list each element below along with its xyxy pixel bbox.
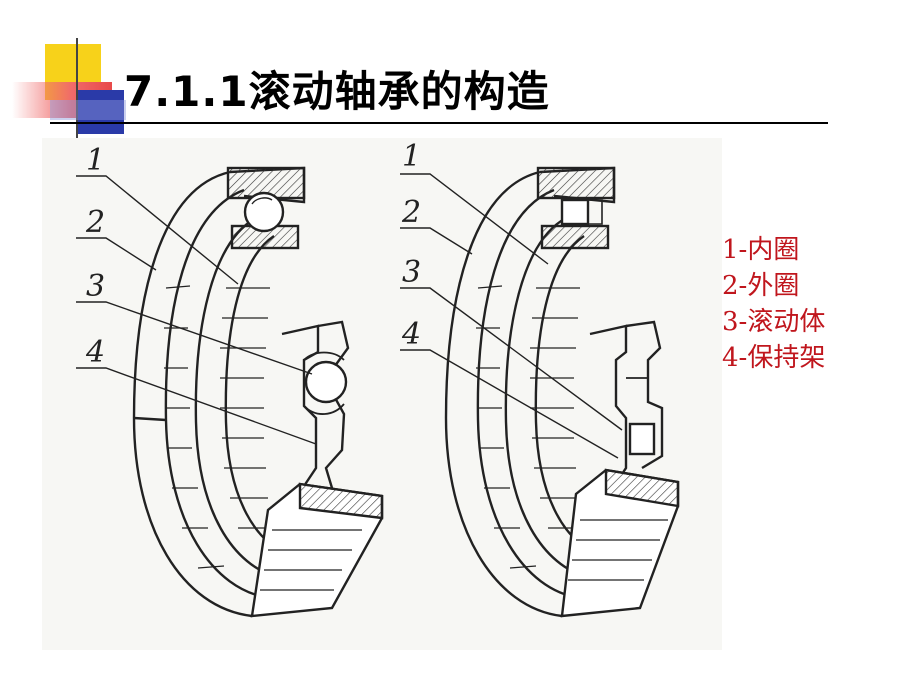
legend-item-outer-ring: 2-外圈 [722,271,800,301]
deco-vertical-line [76,38,78,138]
deco-light-blue-bar [50,100,126,120]
legend-item-rolling-element: 3-滚动体 [722,307,826,337]
page-title: 7.1.1滚动轴承的构造 [124,67,550,116]
right-leader-lines [400,173,623,459]
left-leader-lines [76,175,317,445]
deco-blue-square [78,90,124,134]
right-label-2: 2 [401,195,421,230]
left-label-3: 3 [86,269,105,304]
left-label-group: 1 2 3 4 [85,143,105,370]
right-label-group: 1 2 3 4 [401,139,421,352]
title-underline [50,122,828,124]
left-label-1: 1 [86,143,105,178]
legend-item-cage: 4-保持架 [722,343,826,373]
right-bearing [444,166,680,618]
right-label-3: 3 [402,255,421,290]
legend-item-inner-ring: 1-内圈 [722,235,800,265]
bearing-diagram: 1 2 3 4 1 2 3 4 [42,138,722,650]
left-label-4: 4 [85,335,105,370]
left-label-2: 2 [85,205,105,240]
right-label-4: 4 [401,317,421,352]
left-bearing [132,166,384,618]
right-label-1: 1 [402,139,421,174]
parts-legend: 1-内圈 2-外圈 3-滚动体 4-保持架 [722,232,825,376]
